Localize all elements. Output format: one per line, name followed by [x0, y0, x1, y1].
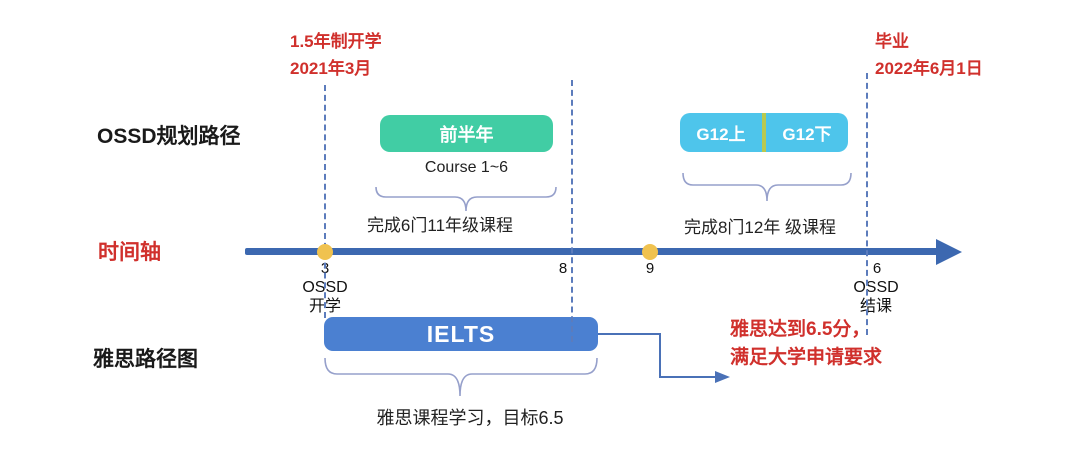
first-half-year-label: 前半年	[439, 124, 494, 145]
row-label-ielts-path: 雅思路径图	[93, 348, 198, 371]
g11-completion-note: 完成6门11年级课程	[366, 216, 514, 235]
g12-divider	[762, 113, 766, 152]
tick-label-8: 8	[558, 260, 568, 277]
connector-arrow-icon	[598, 333, 730, 383]
g12-box: G12上 G12下	[680, 113, 848, 152]
ielts-bar-label: IELTS	[426, 320, 496, 347]
ielts-result-line2: 满足大学申请要求	[730, 347, 883, 368]
ielts-result-line1: 雅思达到6.5分，	[730, 319, 871, 340]
tick-sub-ossd-end-line1: OSSD	[853, 279, 899, 296]
tick-sub-ossd-end-line2: 结课	[859, 298, 892, 315]
tick-sub-ossd-end: OSSD 结课	[836, 278, 916, 316]
ielts-study-note: 雅思课程学习，目标6.5	[376, 408, 564, 428]
timeline-dot-september	[642, 244, 658, 260]
dashed-line-start	[324, 85, 326, 318]
milestone-end-date: 2022年6月1日	[875, 59, 983, 78]
row-label-timeline: 时间轴	[98, 241, 161, 264]
ielts-bar: IELTS	[324, 317, 598, 351]
brace-g12-icon	[682, 172, 852, 202]
g12-completion-note: 完成8门12年 级课程	[683, 218, 837, 237]
milestone-start: 1.5年制开学 2021年3月	[290, 28, 382, 82]
first-half-year-box: 前半年	[380, 115, 553, 152]
milestone-end-title: 毕业	[875, 32, 909, 51]
g12-second-half: G12下	[782, 125, 832, 144]
g12-first-half: G12上	[696, 125, 746, 144]
course-range-label: Course 1~6	[424, 159, 509, 176]
milestone-start-date: 2021年3月	[290, 59, 372, 78]
ielts-result-note: 雅思达到6.5分， 满足大学申请要求	[730, 316, 882, 372]
dashed-line-august	[571, 80, 573, 342]
timeline-dot-march	[317, 244, 333, 260]
timeline-arrowhead-icon	[936, 238, 962, 265]
milestone-end: 毕业 2022年6月1日	[875, 28, 983, 82]
milestone-start-title: 1.5年制开学	[290, 32, 382, 51]
row-label-ossd-path: OSSD规划路径	[97, 125, 241, 148]
dashed-line-end	[866, 73, 868, 335]
tick-label-9: 9	[645, 260, 655, 277]
brace-g11-icon	[375, 186, 557, 212]
tick-label-6: 6	[872, 260, 882, 277]
timeline-axis	[245, 248, 938, 255]
brace-ielts-icon	[324, 357, 598, 397]
